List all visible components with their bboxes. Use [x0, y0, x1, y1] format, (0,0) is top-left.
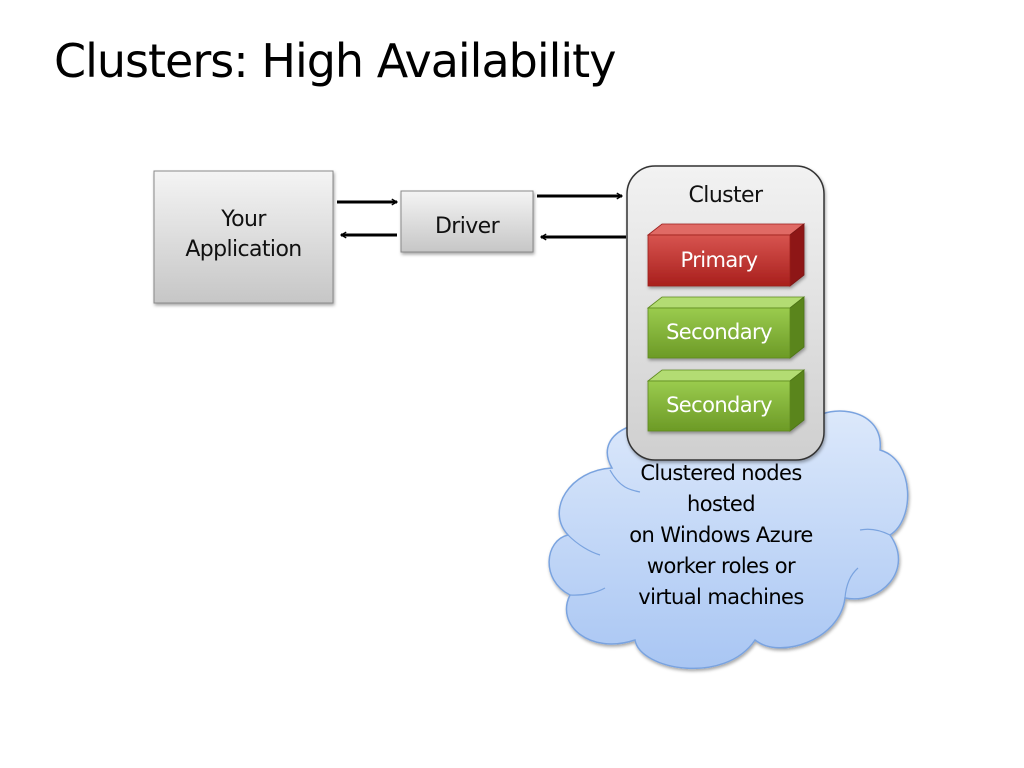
- application-label-line1: Your: [221, 207, 266, 232]
- application-label-line2: Application: [185, 237, 302, 262]
- secondary-node-2-label: Secondary: [666, 393, 772, 417]
- secondary-node-1-label: Secondary: [666, 320, 772, 344]
- driver-box: [400, 190, 534, 253]
- cloud-line-2: hosted: [687, 492, 756, 516]
- application-box: [153, 170, 334, 304]
- secondary-node-2: [646, 369, 806, 432]
- application-label: Your Application: [154, 205, 333, 265]
- driver-label: Driver: [434, 214, 500, 239]
- cloud-line-1: Clustered nodes: [640, 461, 802, 485]
- cloud-description: Clustered nodes hosted on Windows Azure …: [606, 458, 836, 613]
- primary-node-label: Primary: [680, 248, 759, 272]
- cloud-line-3: on Windows Azure: [629, 523, 813, 547]
- cloud-line-4: worker roles or: [646, 554, 796, 578]
- cloud-line-5: virtual machines: [638, 585, 804, 609]
- cluster-label: Cluster: [688, 183, 763, 208]
- primary-node: [646, 223, 806, 287]
- secondary-node-1: [646, 296, 806, 359]
- slide-title: Clusters: High Availability: [54, 34, 616, 88]
